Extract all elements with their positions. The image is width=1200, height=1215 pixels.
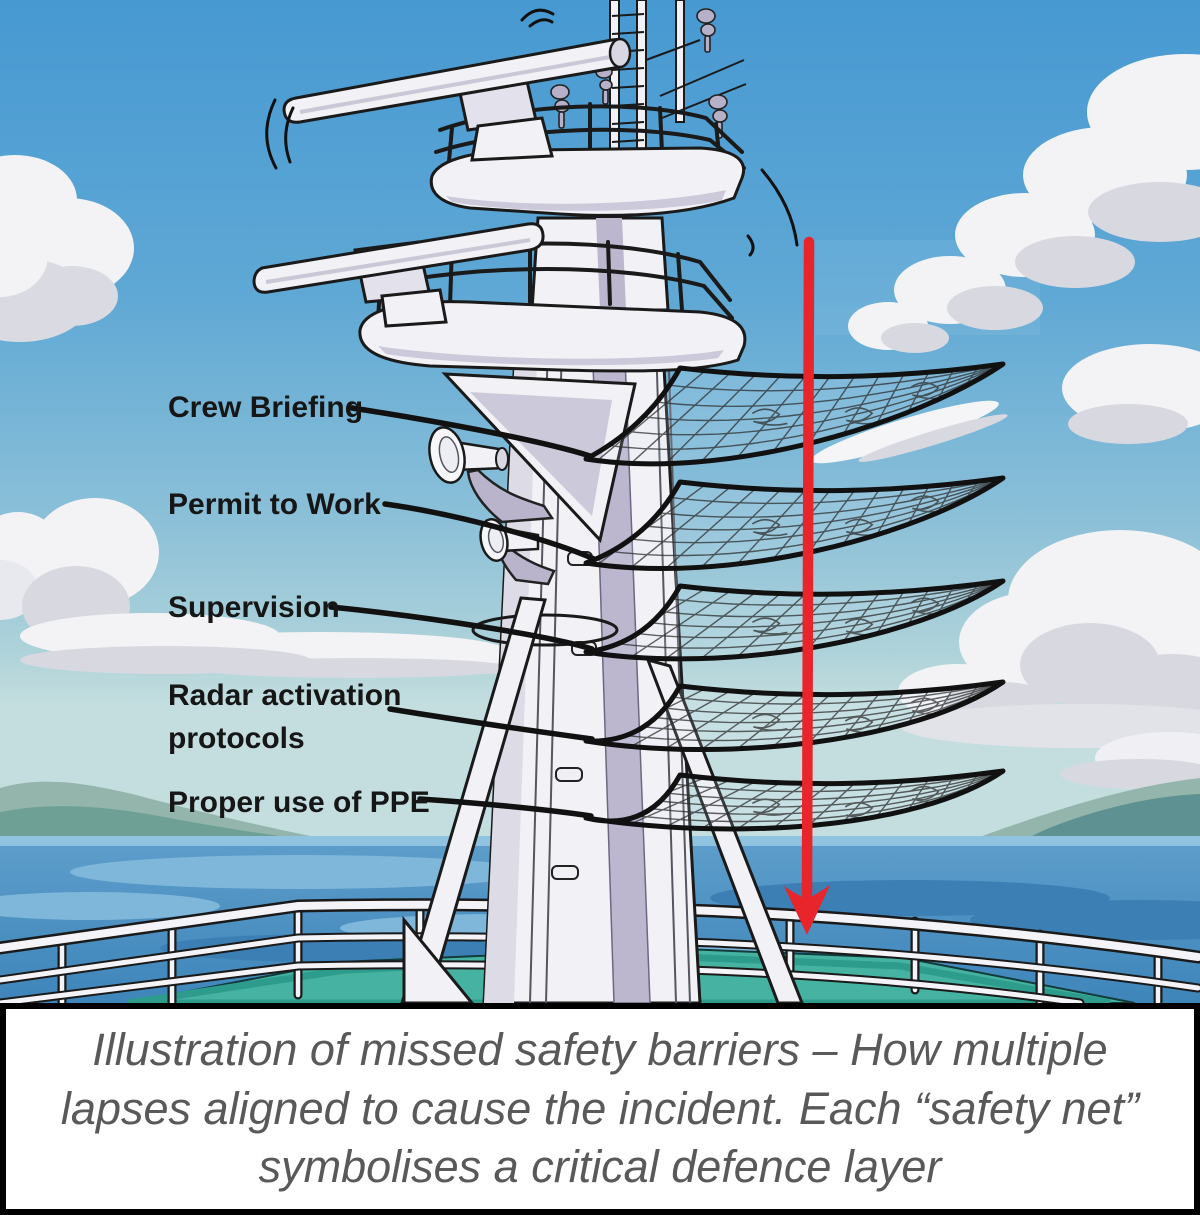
barrier-labels: Crew Briefing Permit to Work Supervision… [168, 391, 430, 819]
leader-crew-briefing [349, 405, 593, 459]
radar-antenna-second [252, 222, 545, 328]
label-leader-lines [328, 405, 597, 819]
label-permit-to-work: Permit to Work [168, 488, 381, 521]
safety-nets [583, 361, 1006, 832]
net-mesh [597, 771, 1003, 829]
caption-text: Illustration of missed safety barriers –… [60, 1024, 1140, 1193]
safety-barriers-illustration: Crew Briefing Permit to Work Supervision… [0, 0, 1200, 1008]
radar-antenna-top [282, 37, 632, 162]
cloud-top-right-band [811, 54, 1200, 464]
safety-net-2 [583, 475, 1006, 571]
label-proper-ppe: Proper use of PPE [168, 786, 430, 819]
radar-motion-arcs [265, 8, 799, 257]
safety-net-4 [583, 679, 1006, 752]
caption-box: Illustration of missed safety barriers –… [0, 1003, 1200, 1215]
net-outline [583, 679, 1006, 752]
cloud-top-left [0, 155, 134, 342]
horizon-hills [0, 778, 1200, 840]
lower-platform [358, 238, 747, 544]
illustration-svg: Crew Briefing Permit to Work Supervision… [0, 0, 1200, 1008]
net-outline [583, 768, 1006, 832]
safety-net-1 [583, 361, 1006, 467]
cloud-left-middle [0, 498, 542, 678]
net-outline [583, 475, 1006, 571]
leader-proper-ppe [417, 796, 594, 819]
leader-radar-protocols [387, 706, 595, 742]
net-outline [583, 578, 1006, 662]
leader-permit-to-work [382, 501, 597, 562]
label-radar-activation-line1: Radar activation [168, 679, 401, 712]
fog-horn-large [428, 426, 555, 524]
net-mesh [597, 581, 1003, 659]
net-outline [583, 361, 1006, 467]
label-supervision: Supervision [168, 591, 340, 624]
ship-mast [252, 0, 805, 1005]
falling-arrow [784, 236, 830, 935]
label-crew-briefing: Crew Briefing [168, 391, 363, 424]
mast-collar-ring [471, 613, 619, 647]
net-mesh [596, 364, 1003, 464]
upper-platform [429, 102, 746, 217]
leader-supervision [328, 604, 595, 652]
safety-net-5 [583, 768, 1006, 832]
safety-net-3 [583, 578, 1006, 662]
label-radar-activation-line2: protocols [168, 722, 305, 755]
